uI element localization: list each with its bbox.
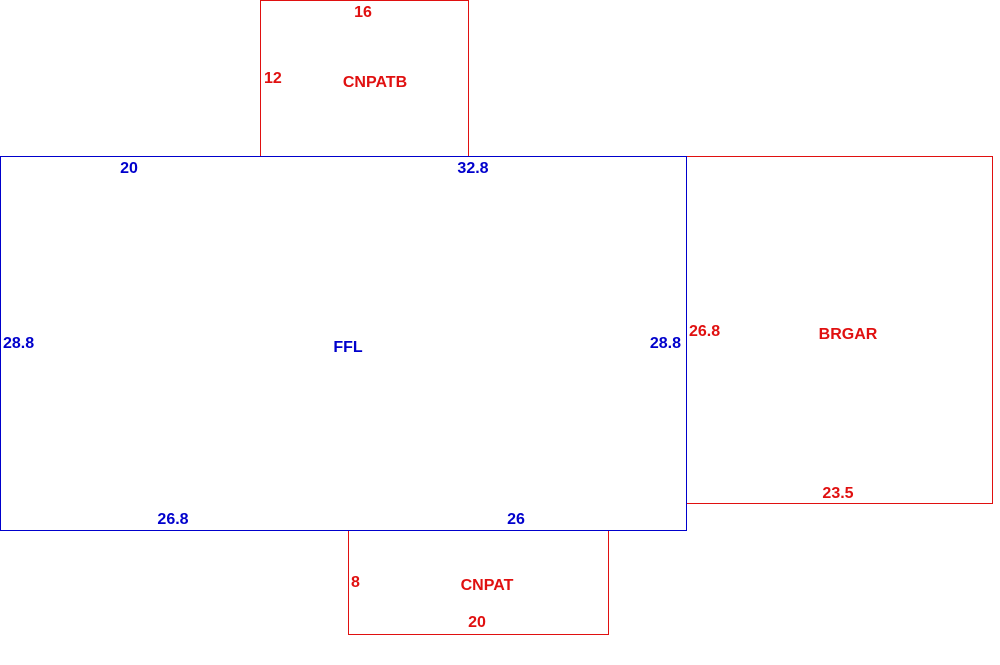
area-brgar: 26.8 BRGAR 23.5 [686, 156, 993, 504]
cnpatb-dim-left: 12 [264, 70, 282, 87]
ffl-dim-top-right: 32.8 [457, 160, 488, 177]
cnpat-dim-left: 8 [351, 574, 360, 591]
ffl-label: FFL [333, 339, 363, 356]
ffl-dim-bottom-right: 26 [507, 511, 525, 528]
area-ffl: 20 32.8 28.8 FFL 28.8 26.8 26 [0, 156, 687, 531]
ffl-dim-bottom-left: 26.8 [157, 511, 188, 528]
cnpat-label: CNPAT [461, 577, 514, 594]
cnpatb-label: CNPATB [343, 74, 407, 91]
ffl-dim-top-left: 20 [120, 160, 138, 177]
brgar-label: BRGAR [819, 326, 878, 343]
ffl-dim-right: 28.8 [650, 335, 681, 352]
cnpatb-dim-top: 16 [354, 4, 372, 21]
brgar-dim-bottom: 23.5 [822, 485, 853, 502]
brgar-dim-left: 26.8 [689, 323, 720, 340]
ffl-outline [0, 156, 687, 531]
ffl-dim-left: 28.8 [3, 335, 34, 352]
cnpat-dim-bottom: 20 [468, 614, 486, 631]
